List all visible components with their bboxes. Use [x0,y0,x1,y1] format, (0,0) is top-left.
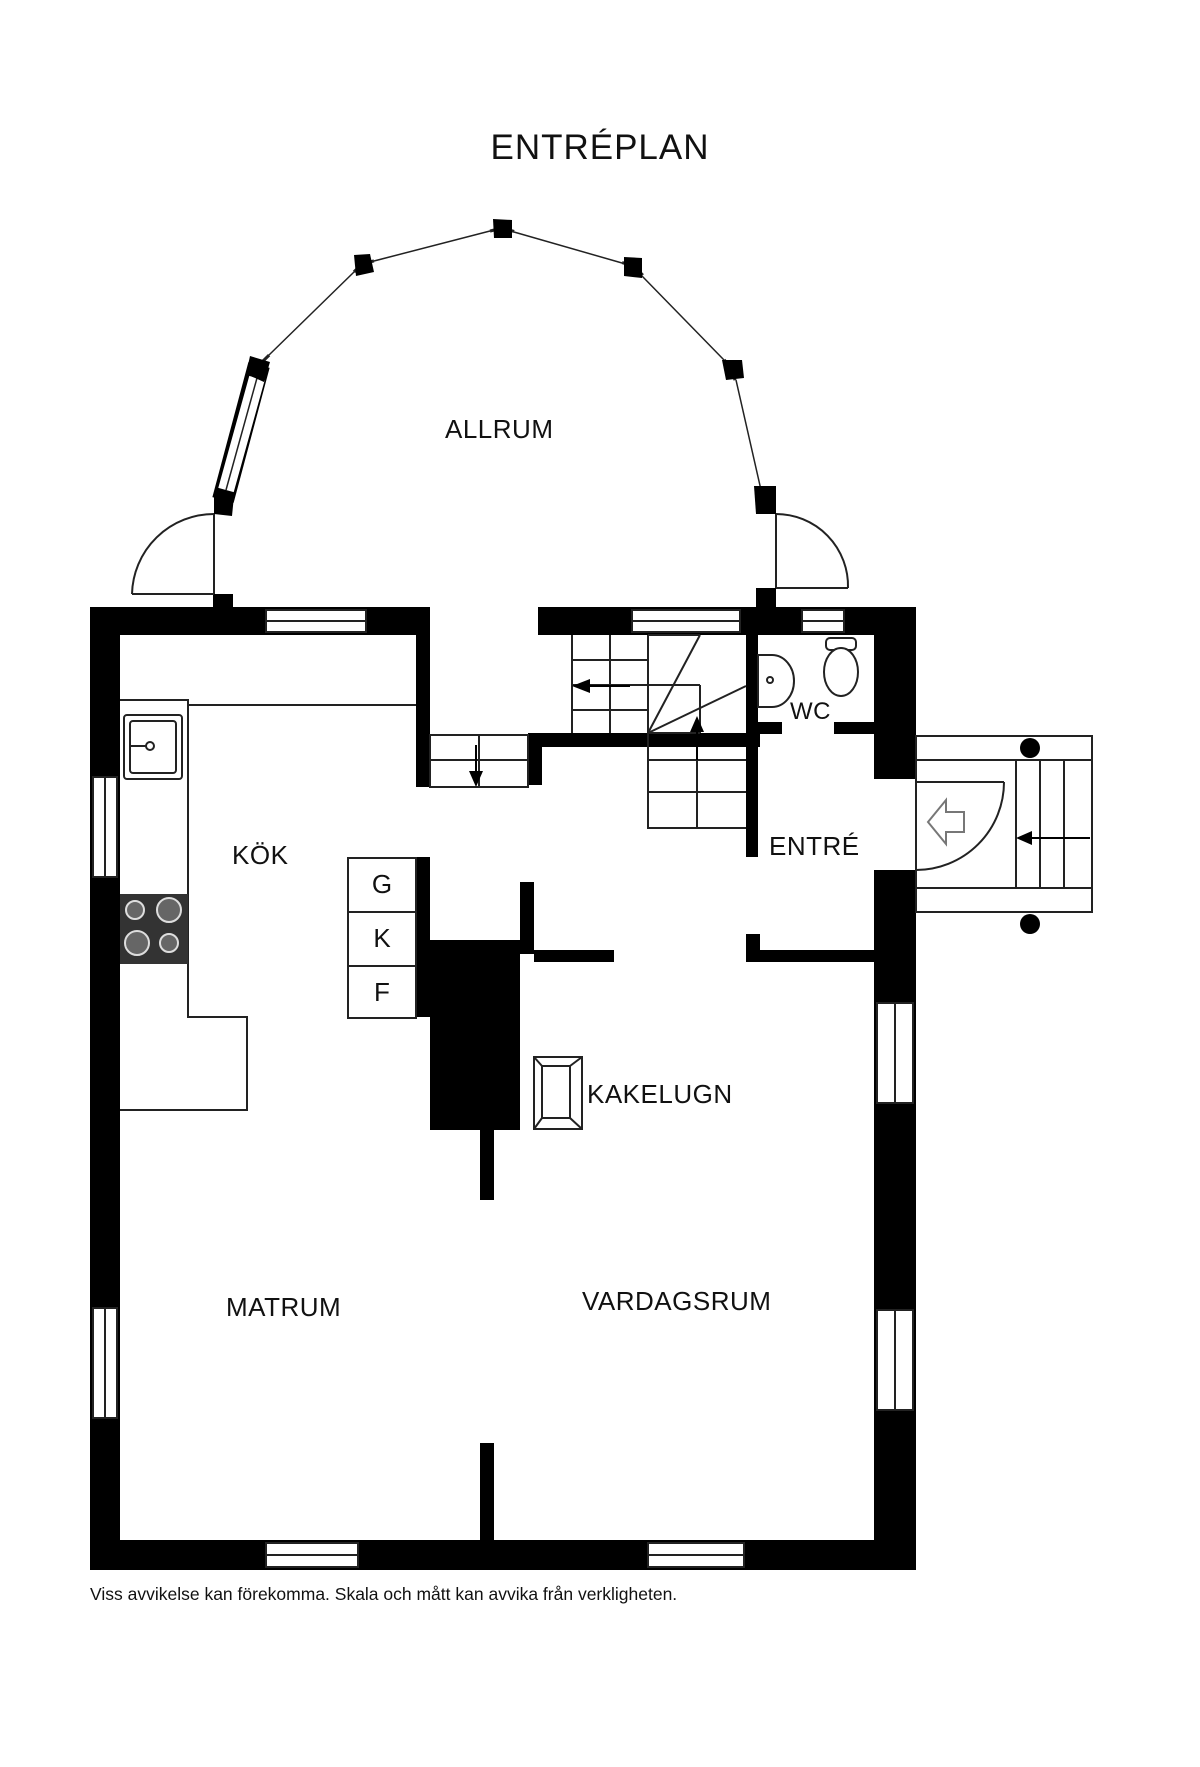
plan-title: ENTRÉPLAN [490,128,710,167]
room-label-wc: WC [790,698,831,725]
wall-entre-pillar [874,635,916,779]
wc-fixtures [757,637,859,708]
wall-wc-bottom-l [746,722,782,734]
wall-left [90,607,120,1569]
appliance-label-f: F [374,977,390,1007]
window-top-stairs [631,609,741,633]
disclaimer-text: Viss avvikelse kan förekomma. Skala och … [90,1584,678,1604]
window-left-matrum [92,1307,118,1419]
wall-entre-bottom-h [746,950,876,962]
window-bottom-vardagsrum [647,1542,745,1568]
wall-bay-left-post [213,594,233,610]
wall-wc-left [746,633,758,857]
window-top-kok [265,609,367,633]
entrance-arrow [926,797,965,847]
bay-doors [131,513,850,595]
wall-kakelugn-b [520,882,534,954]
entrance-posts [1016,738,1090,934]
windows [92,609,914,1568]
appliance-label-g: G [371,869,393,899]
room-label-allrum: ALLRUM [445,414,554,444]
interior-walls [416,633,916,1543]
wall-wc-bottom-r [834,722,876,734]
room-label-kok: KÖK [232,840,289,870]
entrance-door-swing [915,781,1005,871]
wall-partition-bottom [480,1443,494,1543]
door-right-swing [775,513,850,589]
wall-stair-bottom [528,733,760,747]
kakelugn [533,1056,583,1130]
window-top-wc [801,609,845,633]
stove [120,894,188,964]
window-left-kok [92,776,118,878]
bay-window-wall [212,219,777,594]
window-right-upper [876,1002,914,1104]
appliance-column [347,857,417,1019]
wall-right-lower [874,870,916,1570]
wall-top-left [90,607,430,635]
bay-posts [214,219,776,516]
entrance-steps [1015,759,1093,889]
room-label-kakelugn: KAKELUGN [587,1079,733,1109]
window-bottom-matrum [265,1542,359,1568]
entrance [915,735,1093,913]
kitchen-counters [120,699,416,1111]
room-label-vardagsrum: VARDAGSRUM [582,1286,772,1316]
wall-bottom [90,1540,916,1570]
appliance-label-k: K [373,923,391,953]
sink [123,714,183,780]
toilet-bowl [823,647,859,697]
wall-bay-right-post [756,588,776,610]
stair-arrows [469,679,704,787]
wc-basin [757,654,795,708]
room-label-entre: ENTRÉ [769,831,860,861]
window-right-lower [876,1309,914,1411]
wall-kakelugn-block [416,940,520,1200]
door-left-swing [131,513,215,595]
wall-kok-corridor [416,607,430,787]
wall-kakelugn-c [534,950,614,962]
room-label-matrum: MATRUM [226,1292,342,1322]
